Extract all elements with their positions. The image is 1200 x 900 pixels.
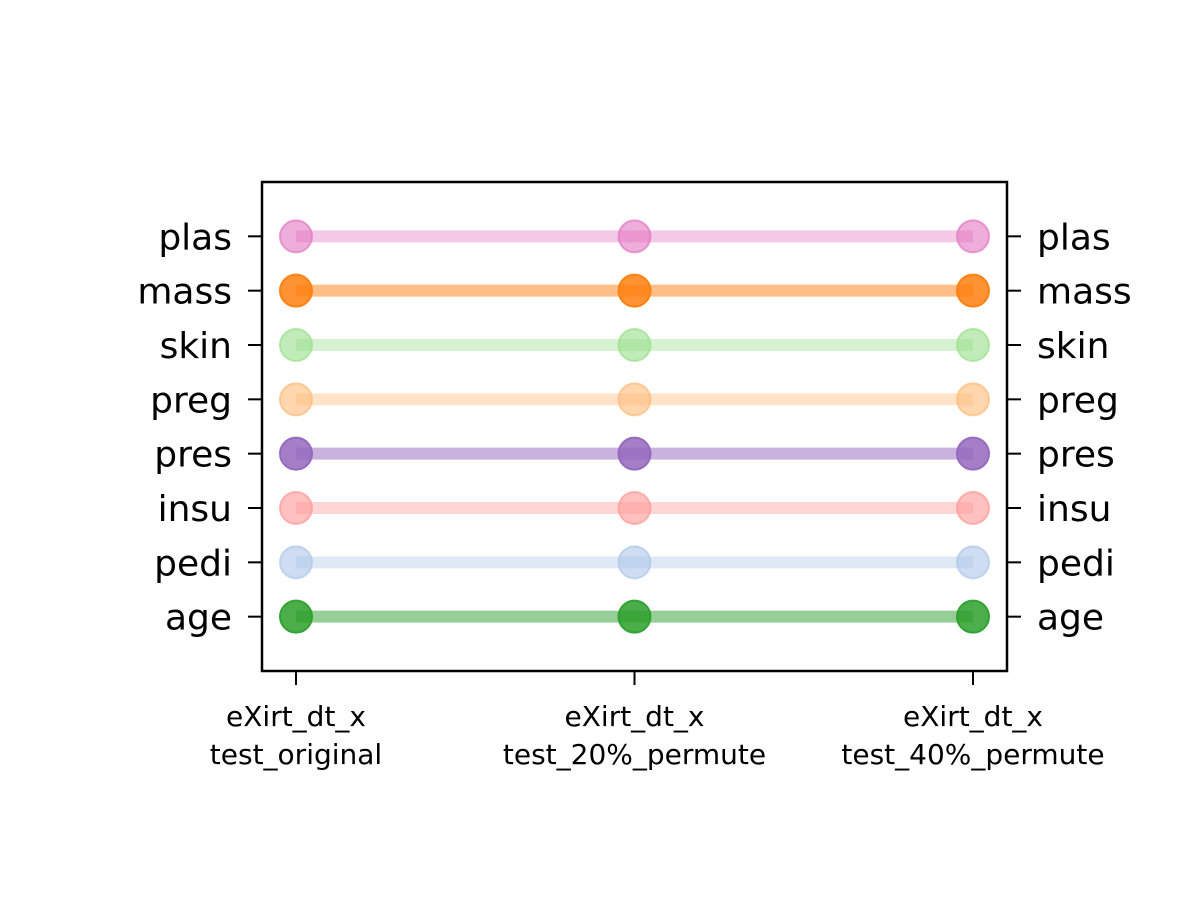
point-pres-0 <box>279 436 313 471</box>
x-tick-label-2-line1: eXirt_dt_x <box>903 700 1043 733</box>
point-preg-1 <box>617 382 652 417</box>
x-tick-label-1-line1: eXirt_dt_x <box>565 700 705 733</box>
point-age-1 <box>617 599 652 634</box>
point-skin-1 <box>617 328 652 362</box>
point-skin-2 <box>956 328 990 362</box>
point-age-0 <box>279 599 313 634</box>
point-pedi-1 <box>617 545 652 580</box>
left-label-age: age <box>165 598 232 639</box>
left-axis: plas mass skin preg pres insu pedi age <box>137 217 262 639</box>
x-tick-label-0-line1: eXirt_dt_x <box>226 700 366 733</box>
left-label-preg: preg <box>150 380 232 421</box>
left-label-insu: insu <box>158 489 232 530</box>
point-plas-1 <box>617 219 652 254</box>
point-insu-1 <box>617 491 652 525</box>
x-tick-label-0-line2: test_original <box>210 738 382 771</box>
x-tick-label-0: eXirt_dt_x test_original <box>210 700 382 771</box>
right-label-skin: skin <box>1037 326 1109 367</box>
point-mass-0 <box>279 273 313 308</box>
right-label-plas: plas <box>1037 217 1111 258</box>
right-axis: plas mass skin preg pres insu pedi age <box>1007 217 1132 639</box>
point-plas-0 <box>279 219 313 254</box>
point-pedi-0 <box>279 545 313 580</box>
left-label-skin: skin <box>160 326 232 367</box>
right-label-preg: preg <box>1037 380 1119 421</box>
right-label-pedi: pedi <box>1037 543 1115 584</box>
x-tick-label-1: eXirt_dt_x test_20%_permute <box>503 700 766 771</box>
point-preg-0 <box>279 382 313 417</box>
x-tick-label-2: eXirt_dt_x test_40%_permute <box>841 700 1104 771</box>
point-plas-2 <box>956 219 990 254</box>
point-preg-2 <box>956 382 990 417</box>
left-label-plas: plas <box>158 217 232 258</box>
left-label-pres: pres <box>154 435 232 476</box>
x-tick-label-1-line2: test_20%_permute <box>503 738 766 771</box>
right-label-insu: insu <box>1037 489 1111 530</box>
x-tick-label-2-line2: test_40%_permute <box>841 738 1104 771</box>
point-pedi-2 <box>956 545 990 580</box>
right-label-age: age <box>1037 598 1104 639</box>
series-points-layer <box>279 219 990 634</box>
point-insu-2 <box>956 491 990 525</box>
left-label-pedi: pedi <box>154 543 232 584</box>
point-insu-0 <box>279 491 313 525</box>
right-label-pres: pres <box>1037 435 1115 476</box>
plot-frame <box>260 180 1009 673</box>
point-mass-1 <box>617 273 652 308</box>
point-pres-2 <box>956 436 990 471</box>
x-axis: eXirt_dt_x test_original eXirt_dt_x test_20… <box>210 671 1105 771</box>
point-mass-2 <box>956 273 990 308</box>
right-label-mass: mass <box>1037 272 1132 313</box>
point-skin-0 <box>279 328 313 362</box>
left-label-mass: mass <box>137 272 232 313</box>
point-age-2 <box>956 599 990 634</box>
point-pres-1 <box>617 436 652 471</box>
